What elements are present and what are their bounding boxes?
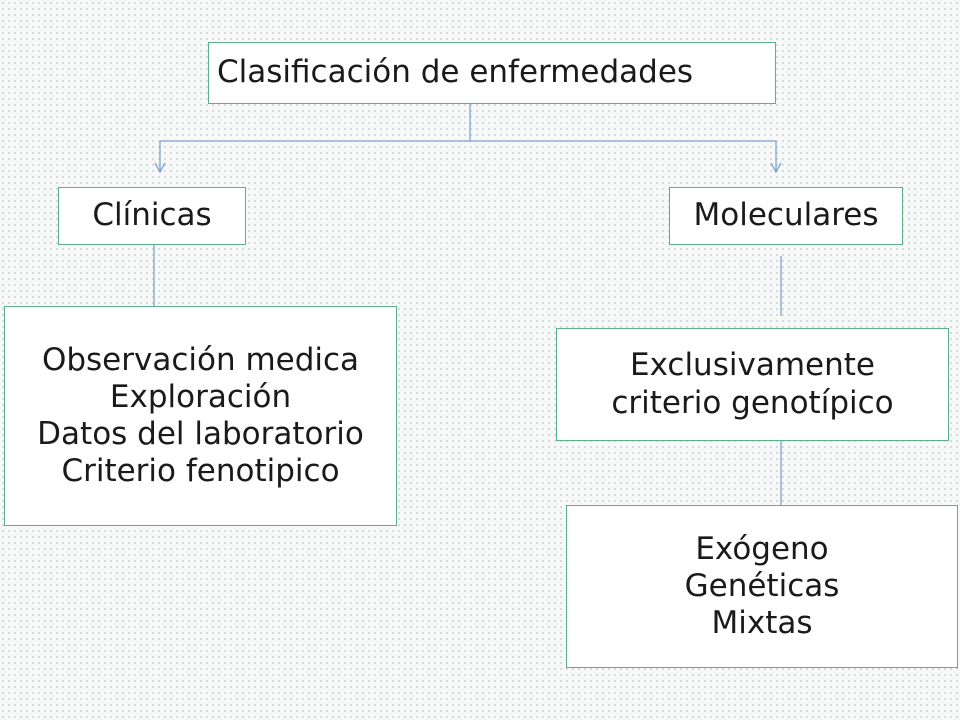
- moleculares-detail-box: Exclusivamente criterio genotípico: [556, 328, 949, 441]
- clinicas-detail-line: Datos del laboratorio: [37, 416, 364, 452]
- moleculares-label: Moleculares: [693, 197, 879, 234]
- clinicas-detail-box: Observación medica Exploración Datos del…: [4, 306, 397, 526]
- moleculares-detail-line: Exclusivamente: [630, 347, 875, 384]
- arrowhead-clinicas: [154, 162, 166, 174]
- clinicas-detail-line: Exploración: [109, 378, 292, 415]
- clinicas-label: Clínicas: [92, 197, 212, 234]
- tipos-line: Mixtas: [711, 605, 813, 642]
- tipos-line: Exógeno: [695, 530, 829, 567]
- clinicas-box: Clínicas: [58, 187, 246, 245]
- moleculares-detail-line: criterio genotípico: [611, 384, 894, 421]
- clinicas-detail-line: Observación medica: [41, 341, 360, 378]
- moleculares-tipos-box: Exógeno Genéticas Mixtas: [566, 505, 958, 668]
- moleculares-box: Moleculares: [669, 187, 903, 245]
- root-box: Clasificación de enfermedades: [208, 42, 776, 104]
- clinicas-detail-line: Criterio fenotipico: [61, 453, 340, 490]
- tipos-line: Genéticas: [684, 567, 840, 604]
- root-label: Clasificación de enfermedades: [217, 54, 694, 91]
- arrowhead-moleculares: [770, 162, 782, 174]
